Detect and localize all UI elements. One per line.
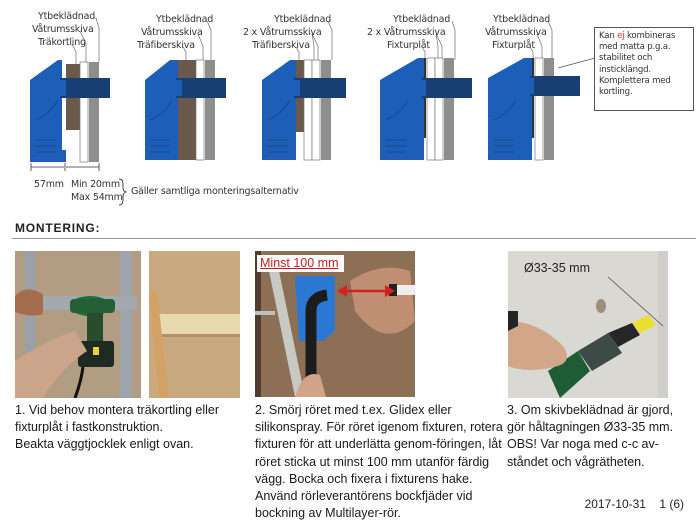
note-text-prefix: Kan — [599, 31, 618, 41]
step-3-caption: 3. Om skivbeklädnad är gjord, gör håltag… — [507, 403, 674, 469]
step-2-caption: 2. Smörj röret med t.ex. Glidex eller si… — [255, 403, 503, 521]
wall-section-diagram — [30, 17, 110, 171]
hole-diameter-label: Ø33-35 mm — [524, 261, 590, 275]
step-1-line-3: Beakta väggtjocklek enligt ovan. — [15, 437, 194, 452]
applies-to-all-note: Gäller samtliga monteringsalternativ — [131, 186, 299, 197]
page-footer: 2017-10-31 1 (6) — [585, 497, 684, 511]
min-thickness: Min 20mm — [71, 179, 120, 190]
label-trafiberskiva: Träfiberskiva — [252, 40, 310, 51]
section-title: MONTERING: — [15, 221, 101, 235]
wall-section-diagram — [262, 20, 346, 161]
photo-illustration — [508, 251, 668, 398]
label-2x-vatrumsskiva: 2 x Våtrumsskiva — [243, 27, 322, 38]
brace-icon — [118, 178, 128, 206]
diagram-2x-vatrumsskiva-trafiberskiva: Ytbeklädnad 2 x Våtrumsskiva Träfiberski… — [240, 0, 360, 180]
label-ytbekladnad: Ytbeklädnad — [156, 14, 214, 25]
label-ytbekladnad: Ytbeklädnad — [393, 14, 451, 25]
step-1-line-2: fixturplåt i fastkonstruktion. — [15, 420, 163, 435]
minimum-distance-label: Minst 100 mm — [257, 255, 344, 272]
photo-drill-mounting — [15, 251, 141, 398]
page-number: 1 (6) — [659, 497, 684, 511]
label-fixturplat: Fixturplåt — [492, 40, 535, 51]
diagram-2x-vatrumsskiva-fixturplat: Ytbeklädnad 2 x Våtrumsskiva Fixturplåt — [360, 0, 480, 180]
step-1-caption: 1. Vid behov montera träkortling eller f… — [15, 402, 255, 454]
fixture-width-dimension: 57mm — [34, 179, 64, 190]
wall-section-diagram — [380, 20, 472, 161]
photo-hole-drilling: Ø33-35 mm — [508, 251, 668, 398]
label-vatrumsskiva: Våtrumsskiva — [141, 27, 203, 38]
wall-section-diagram — [488, 20, 596, 161]
label-vatrumsskiva: Våtrumsskiva — [32, 24, 94, 35]
label-2x-vatrumsskiva: 2 x Våtrumsskiva — [367, 27, 446, 38]
step-1-line-1: 1. Vid behov montera träkortling eller — [15, 403, 220, 417]
diagram-trakortling: Ytbeklädnad Våtrumsskiva Träkortling — [0, 0, 120, 180]
photo-illustration — [255, 251, 415, 397]
label-ytbekladnad: Ytbeklädnad — [493, 14, 551, 25]
note-text-suffix: kombineras med matta p.g.a. stabilitet o… — [599, 31, 676, 98]
max-thickness: Max 54mm — [71, 192, 123, 203]
label-trafiberskiva: Träfiberskiva — [137, 40, 195, 51]
label-fixturplat: Fixturplåt — [387, 40, 430, 51]
warning-callout: Kan ej kombineras med matta p.g.a. stabi… — [594, 27, 694, 111]
label-ytbekladnad: Ytbeklädnad — [38, 11, 96, 22]
label-trakortling: Träkortling — [38, 37, 86, 48]
document-date: 2017-10-31 — [584, 497, 646, 511]
label-vatrumsskiva: Våtrumsskiva — [485, 27, 547, 38]
section-divider — [12, 238, 696, 239]
photo-illustration — [15, 251, 141, 398]
note-highlight-ej: ej — [617, 31, 625, 41]
photo-illustration — [149, 251, 240, 398]
diagram-vatrumsskiva-fixturplat: Ytbeklädnad Våtrumsskiva Fixturplåt — [480, 0, 600, 180]
wall-section-diagram — [145, 20, 226, 161]
photo-wood-nogging — [149, 251, 240, 398]
photo-pipe-fixture: Minst 100 mm — [255, 251, 415, 397]
diagram-trafiberskiva: Ytbeklädnad Våtrumsskiva Träfiberskiva — [120, 0, 240, 180]
label-ytbekladnad: Ytbeklädnad — [274, 14, 332, 25]
